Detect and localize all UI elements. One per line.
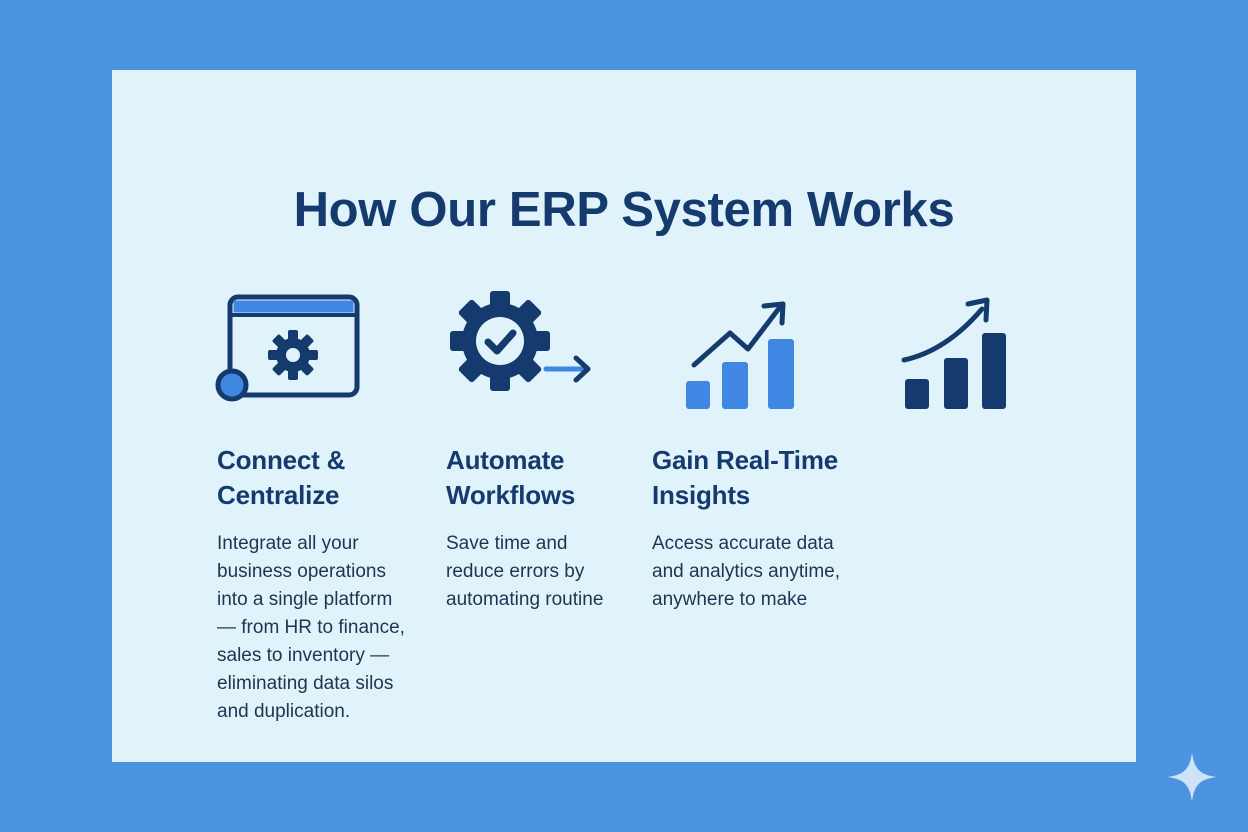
feature-description: Access accurate data and analytics anyti… — [652, 533, 840, 610]
feature-description: Save time and reduce errors by automatin… — [446, 533, 604, 610]
feature-heading: Automate Workflows — [446, 445, 576, 510]
growth-chart-icon — [686, 301, 794, 409]
content-card — [112, 70, 1136, 762]
page-title: How Our ERP System Works — [293, 183, 955, 237]
growth-chart-dark-icon — [901, 297, 1006, 409]
feature-automate-workflows: Automate Workflows Save time and reduce … — [446, 443, 646, 614]
gear-check-arrow-icon — [450, 291, 591, 391]
feature-connect-centralize: Connect & Centralize Integrate all your … — [217, 443, 432, 726]
feature-description: Integrate all your business operations i… — [217, 533, 405, 722]
feature-real-time-insights: Gain Real-Time Insights Access accurate … — [652, 443, 882, 614]
feature-heading: Gain Real-Time Insights — [652, 445, 839, 510]
browser-window-gear-icon — [215, 294, 360, 402]
feature-heading: Connect & Centralize — [217, 445, 346, 510]
sparkle-icon — [1167, 752, 1217, 802]
